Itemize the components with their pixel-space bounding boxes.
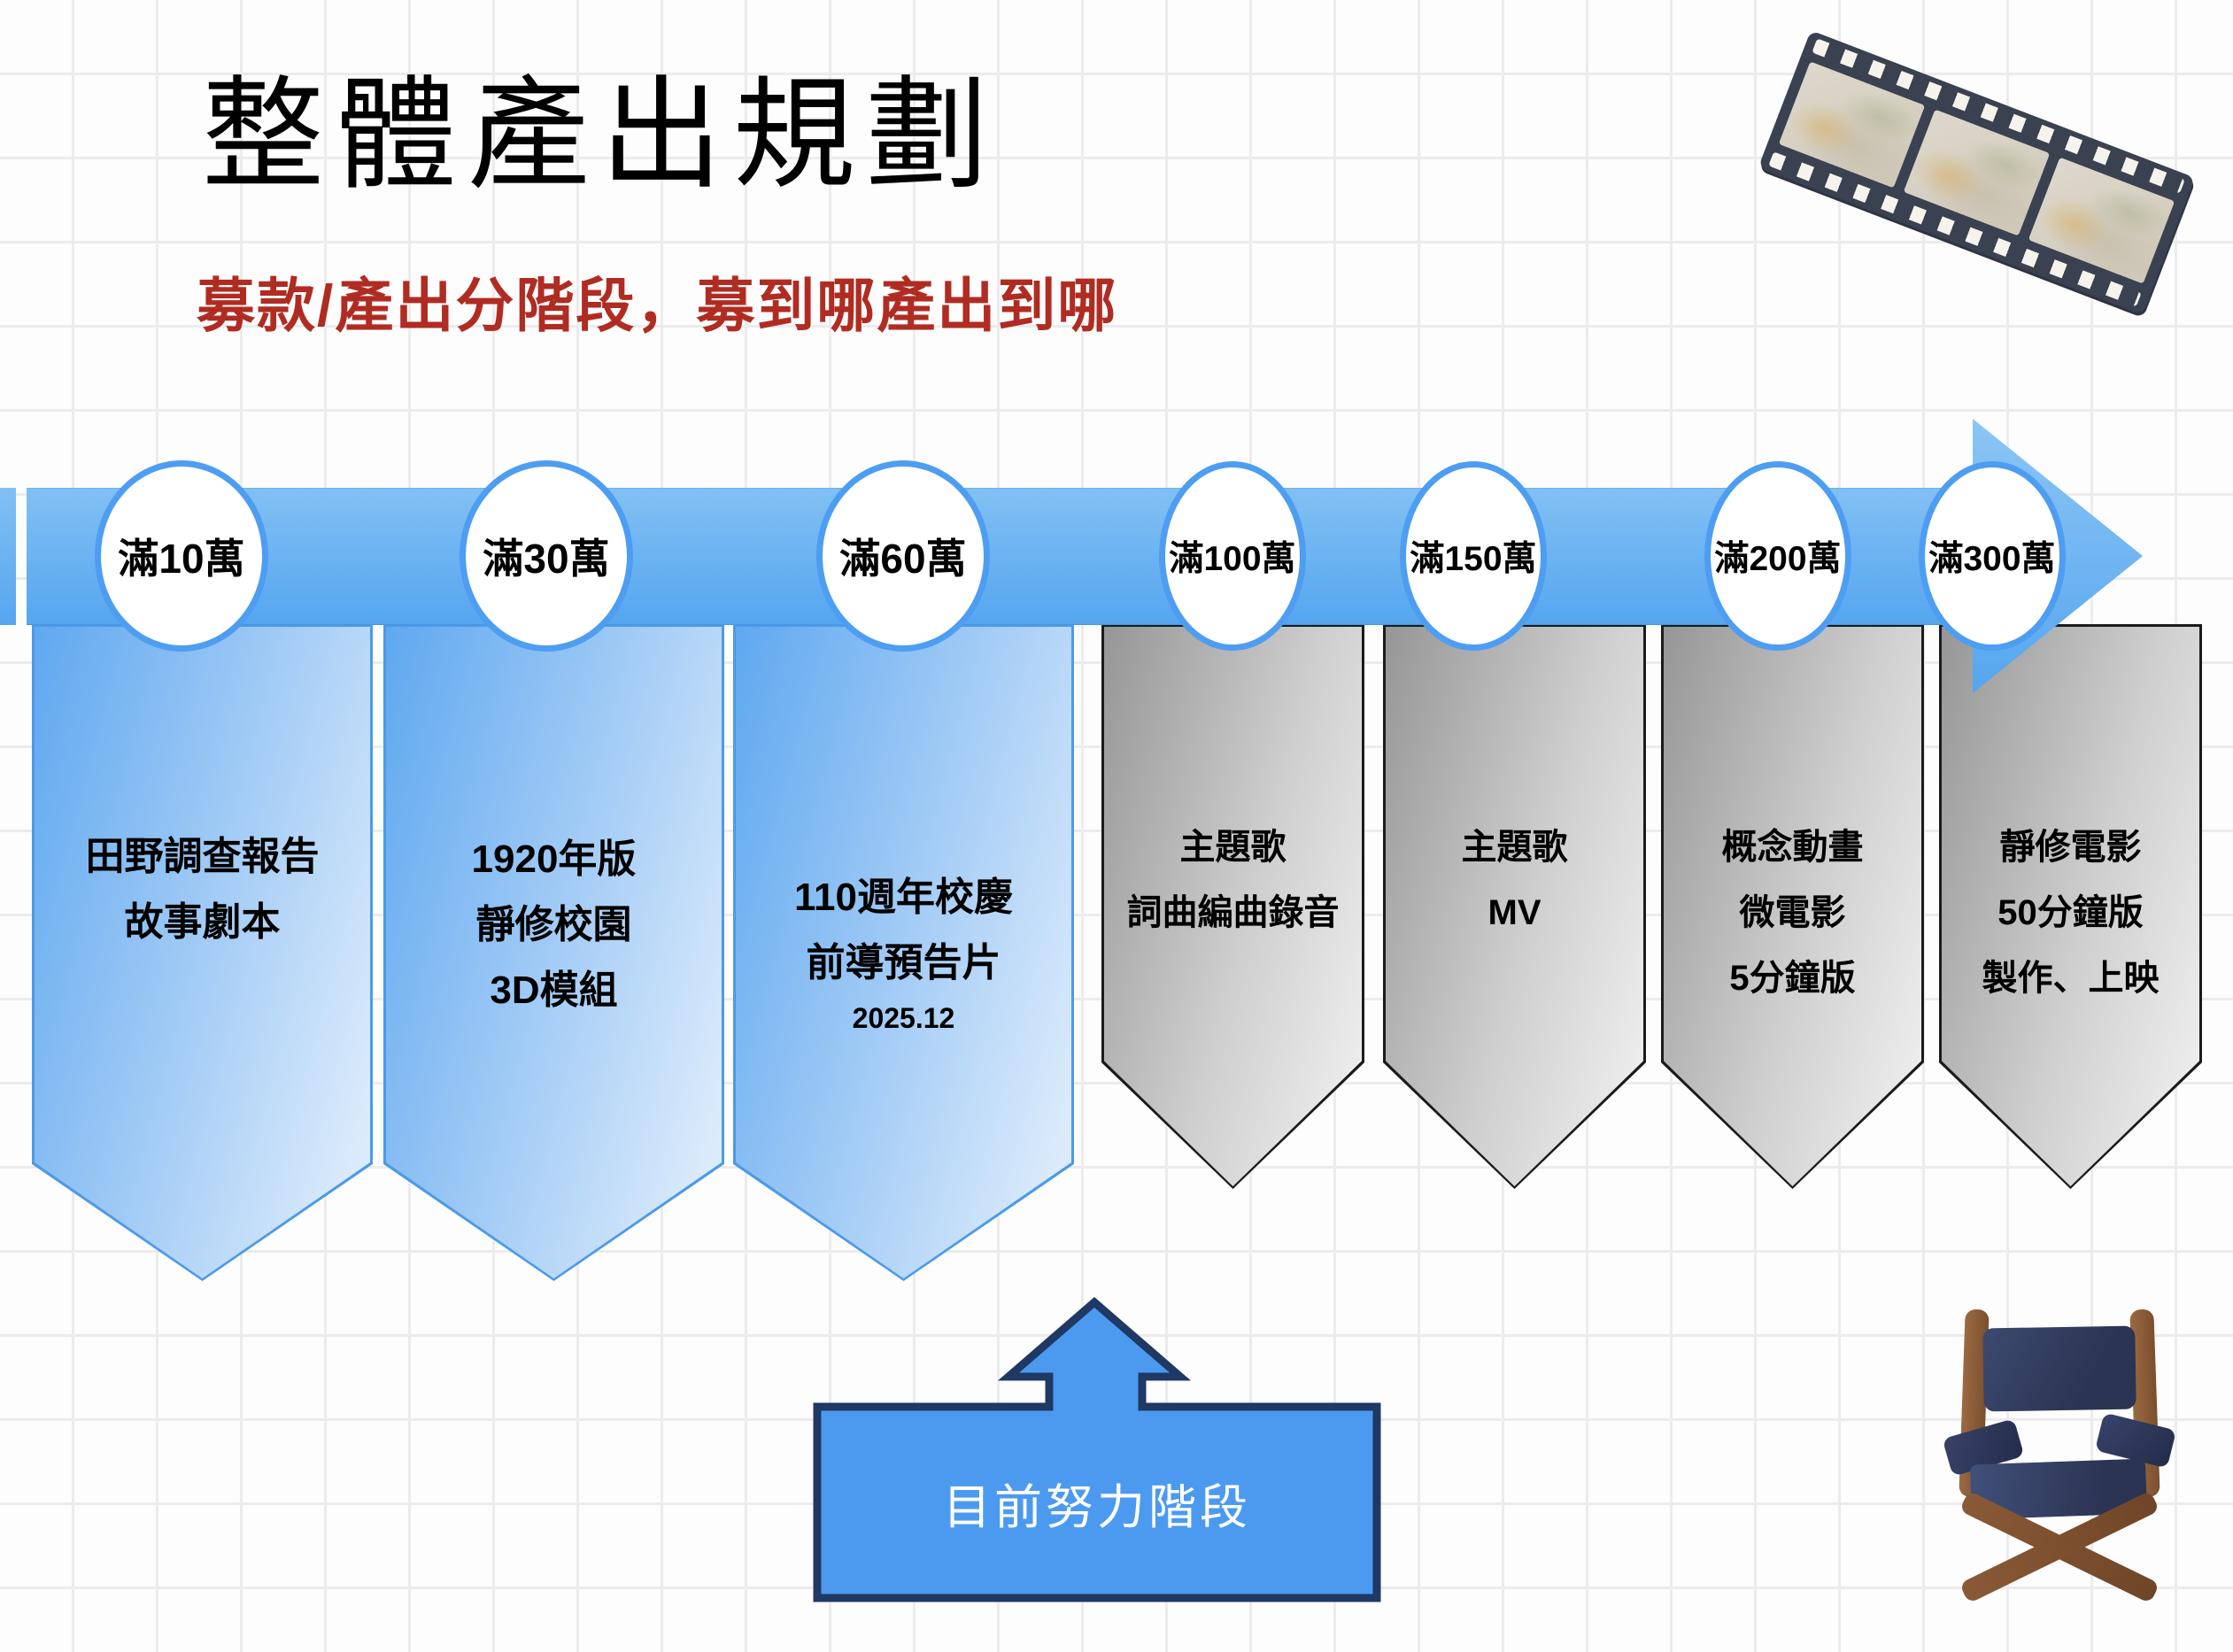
milestone-banner: 主題歌 詞曲編曲錄音 xyxy=(1101,624,1364,1189)
banner-fill xyxy=(1104,627,1362,1186)
timeline-arrow-tail xyxy=(0,488,16,625)
page-title: 整體產出規劃 xyxy=(202,67,1000,204)
banner-line: 5分鐘版 xyxy=(1729,959,1856,998)
milestone-banner: 110週年校慶 前導預告片 2025.12 xyxy=(733,624,1074,1281)
milestone-label: 滿60萬 xyxy=(839,536,967,582)
milestone-banner: 田野調查報告 故事劇本 xyxy=(32,624,373,1281)
banner-line: 概念動畫 xyxy=(1721,828,1864,867)
banner-fill xyxy=(1942,627,2199,1186)
banner-date: 2025.12 xyxy=(852,1002,955,1034)
milestone-circle: 滿30萬 xyxy=(460,460,633,652)
milestone-label: 滿200萬 xyxy=(1714,540,1842,578)
milestone-banner: 1920年版 靜修校園 3D模組 xyxy=(383,624,724,1281)
banner-line: 田野調查報告 xyxy=(85,835,320,878)
banner-line: MV xyxy=(1487,893,1541,932)
milestone-banner: 靜修電影 50分鐘版 製作、上映 xyxy=(1939,624,2202,1189)
milestone-label: 滿100萬 xyxy=(1169,540,1296,578)
milestone-label: 滿300萬 xyxy=(1928,540,2056,578)
page-subtitle: 募款/產出分階段，募到哪產出到哪 xyxy=(197,273,1118,338)
milestone-circle: 滿200萬 xyxy=(1704,461,1851,651)
milestone-circle: 滿100萬 xyxy=(1159,461,1306,651)
banner-line: 前導預告片 xyxy=(806,941,1001,984)
current-stage-label: 目前努力階段 xyxy=(943,1480,1251,1534)
banner-line: 3D模組 xyxy=(490,969,618,1012)
milestone-circle: 滿10萬 xyxy=(95,460,268,652)
banner-line: 主題歌 xyxy=(1461,828,1568,867)
milestone-circle: 滿300萬 xyxy=(1919,461,2066,651)
film-strip-illustration xyxy=(1758,30,2196,315)
banner-line: 110週年校慶 xyxy=(794,876,1013,919)
directors-chair-illustration xyxy=(1942,1304,2177,1604)
banner-line: 靜修電影 xyxy=(1999,828,2142,867)
banner-fill xyxy=(736,627,1071,1278)
banner-fill xyxy=(1386,627,1643,1186)
banner-line: 詞曲編曲錄音 xyxy=(1126,893,1340,932)
film-frames xyxy=(1778,61,2175,284)
banner-line: 靜修校園 xyxy=(475,903,632,946)
milestone-circle: 滿150萬 xyxy=(1400,461,1547,651)
banner-line: 故事劇本 xyxy=(124,900,281,944)
banner-line: 主題歌 xyxy=(1179,828,1286,867)
milestone-circle: 滿60萬 xyxy=(816,460,990,652)
milestone-banner: 主題歌 MV xyxy=(1383,624,1646,1189)
banner-line: 微電影 xyxy=(1739,893,1846,932)
banner-line: 50分鐘版 xyxy=(1997,893,2144,932)
banner-fill xyxy=(1664,627,1921,1186)
milestone-label: 滿10萬 xyxy=(118,536,245,582)
current-stage-callout xyxy=(813,1297,1381,1602)
banner-line: 1920年版 xyxy=(471,838,637,881)
banner-fill xyxy=(386,627,722,1278)
chair-backrest xyxy=(1982,1325,2136,1412)
milestone-label: 滿30萬 xyxy=(483,536,610,582)
banner-line: 製作、上映 xyxy=(1982,959,2160,998)
banner-fill xyxy=(35,627,370,1278)
milestone-label: 滿150萬 xyxy=(1410,540,1537,578)
timeline-arrow-band xyxy=(27,488,1973,625)
milestone-banner: 概念動畫 微電影 5分鐘版 xyxy=(1661,624,1924,1189)
